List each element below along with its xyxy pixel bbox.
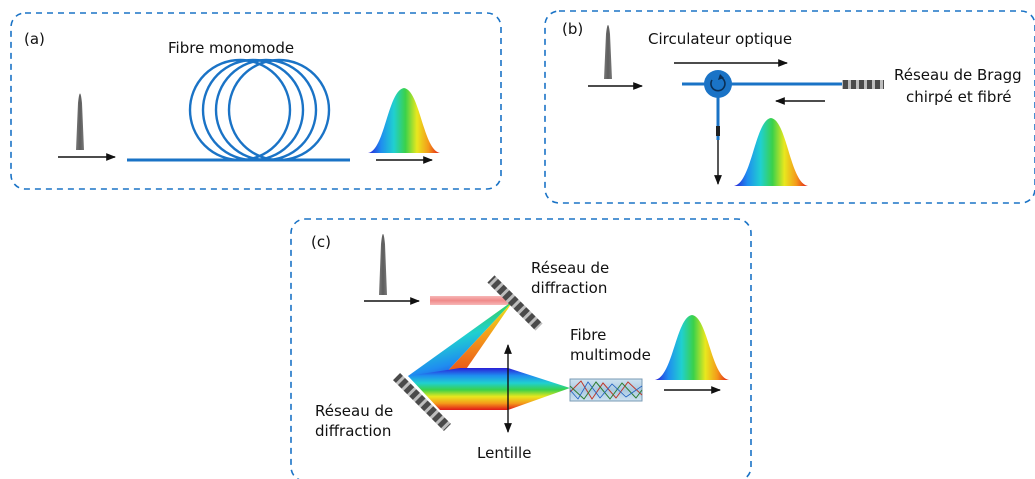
collimated-beam	[408, 368, 508, 410]
panel-c-tag: (c)	[311, 233, 331, 251]
multimode-label-line2: multimode	[570, 346, 651, 364]
fiber-monomode-label: Fibre monomode	[168, 39, 294, 57]
spectrum-icon	[734, 118, 808, 186]
panel-c: (c) Réseau de diffraction Réseau de diff…	[290, 218, 752, 479]
grating-icon	[393, 373, 451, 431]
grating-top-label-line1: Réseau de	[531, 259, 609, 277]
focusing-beam	[508, 368, 570, 410]
lens-label: Lentille	[477, 444, 531, 462]
pulse-icon	[376, 234, 390, 295]
panel-a-frame	[10, 12, 502, 190]
input-beam	[430, 296, 515, 305]
grating-top-label-line2: diffraction	[531, 279, 607, 297]
bragg-label-line1: Réseau de Bragg	[894, 66, 1022, 84]
panel-a: (a) Fibre monomode	[10, 12, 502, 190]
dispersed-beam-upper	[408, 300, 514, 392]
grating-left-label-line1: Réseau de	[315, 402, 393, 420]
fiber-coil	[188, 58, 331, 162]
panel-b: (b) Circulateur optique Réseau de Bragg …	[544, 10, 1035, 204]
grating-left-label-line2: diffraction	[315, 422, 391, 440]
grating-icon	[487, 275, 543, 331]
bragg-grating	[842, 80, 884, 89]
bragg-label-line2: chirpé et fibré	[906, 88, 1012, 106]
multimode-label-line1: Fibre	[570, 326, 606, 344]
circulator-label: Circulateur optique	[648, 30, 792, 48]
spectrum-icon	[368, 88, 440, 153]
circulator-icon	[704, 70, 732, 98]
panel-b-tag: (b)	[562, 20, 583, 38]
panel-c-frame	[290, 218, 752, 479]
panel-a-tag: (a)	[24, 30, 45, 48]
spectrum-icon	[655, 315, 729, 380]
fiber-connector	[716, 126, 720, 136]
multimode-fiber	[569, 378, 643, 402]
pulse-icon	[73, 93, 87, 150]
panel-b-frame	[544, 10, 1035, 204]
pulse-icon	[601, 25, 615, 79]
